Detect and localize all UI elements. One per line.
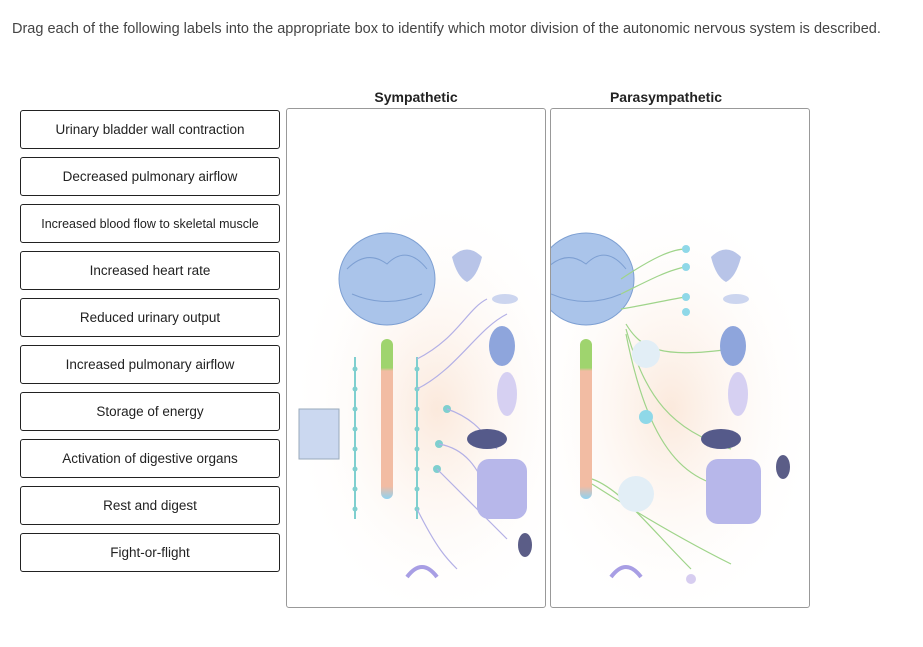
drag-label-fight-or-flight[interactable]: Fight-or-flight [20,533,280,572]
eye-icon [711,249,741,282]
drag-label-bladder-contraction[interactable]: Urinary bladder wall contraction [20,110,280,149]
drag-label-increased-airflow[interactable]: Increased pulmonary airflow [20,345,280,384]
pelvic-plexus-icon [618,476,654,512]
lung-icon [497,372,517,416]
brain-icon [551,232,635,326]
sympathetic-dropzone[interactable] [286,108,546,608]
drag-label-blood-flow-skeletal[interactable]: Increased blood flow to skeletal muscle [20,204,280,243]
skin-icon [298,408,340,460]
parasympathetic-title: Parasympathetic [609,89,723,105]
reproductive-icon [405,565,439,579]
sympathetic-diagram [287,189,545,607]
bladder-icon [686,574,696,584]
kidney-icon [776,455,790,479]
parasympathetic-diagram [551,189,809,607]
parasympathetic-dropzone[interactable] [550,108,810,608]
heart-icon [720,326,746,366]
drag-label-reduced-urinary-output[interactable]: Reduced urinary output [20,298,280,337]
reproductive-icon [609,565,643,579]
drag-label-increased-heart-rate[interactable]: Increased heart rate [20,251,280,290]
drag-label-rest-and-digest[interactable]: Rest and digest [20,486,280,525]
plexus-icon [632,340,660,368]
spinal-cord-icon [381,339,393,499]
drag-label-storage-of-energy[interactable]: Storage of energy [20,392,280,431]
label-bank: Urinary bladder wall contraction Decreas… [20,110,280,580]
drag-label-decreased-airflow[interactable]: Decreased pulmonary airflow [20,157,280,196]
drag-label-activation-digestive[interactable]: Activation of digestive organs [20,439,280,478]
intestine-icon [706,459,761,524]
spinal-cord-icon [580,339,592,499]
lung-icon [728,372,748,416]
intestine-icon [477,459,527,519]
gland-icon [723,294,749,304]
kidney-icon [518,533,532,557]
sympathetic-title: Sympathetic [374,89,458,105]
brain-icon [338,232,436,326]
gland-icon [492,294,518,304]
liver-icon [701,429,741,449]
liver-icon [467,429,507,449]
eye-icon [452,249,482,282]
ganglia-icon [639,245,690,424]
heart-icon [489,326,515,366]
instructions-text: Drag each of the following labels into t… [12,21,881,37]
